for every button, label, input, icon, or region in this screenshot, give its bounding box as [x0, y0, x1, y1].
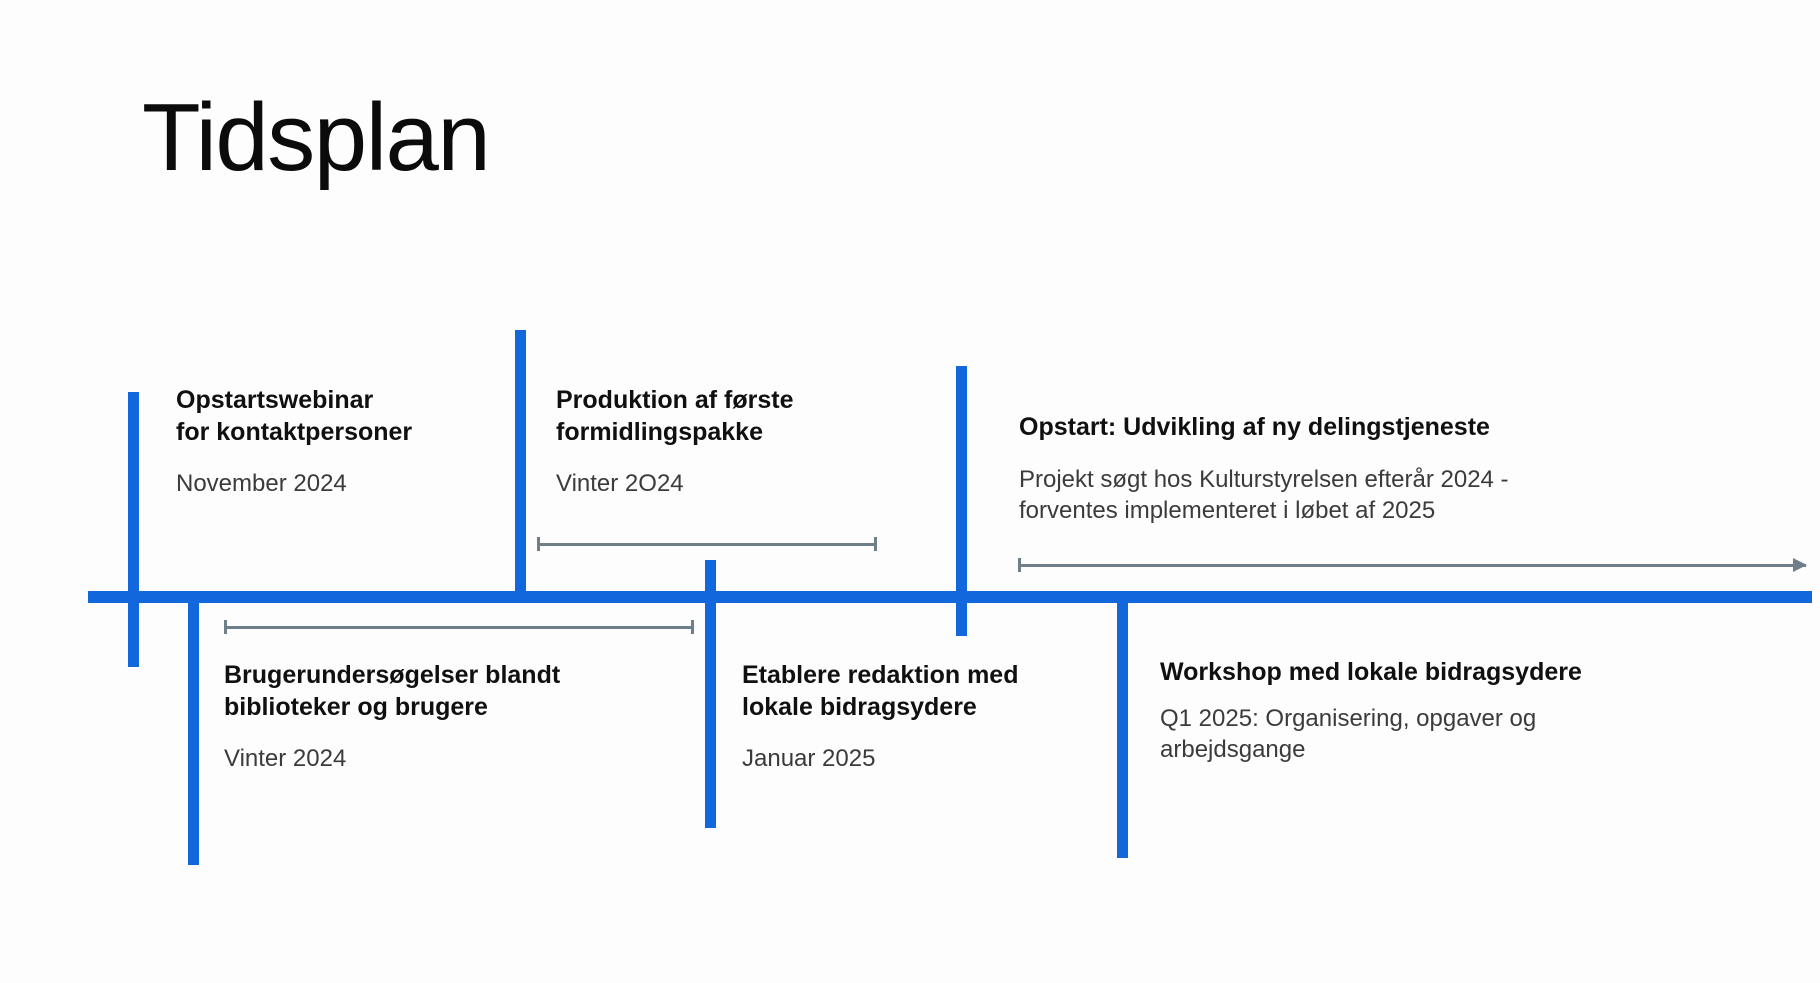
- milestone-tick-opstart-delingstjeneste: [956, 366, 967, 636]
- milestone-tick-opstartswebinar: [128, 392, 139, 667]
- event-title: Opstartswebinar for kontaktpersoner: [176, 386, 413, 446]
- event-opstart-delingstjeneste: Opstart: Udvikling af ny delingstjeneste…: [1019, 412, 1619, 527]
- range-bar-start-cap: [1018, 558, 1021, 572]
- event-date: Q1 2025: Organisering, opgaver og arbejd…: [1160, 704, 1537, 764]
- milestone-tick-produktion-formidlingspakke: [515, 330, 526, 598]
- event-workshop-bidragsydere: Workshop med lokale bidragsydere Q1 2025…: [1160, 657, 1680, 766]
- milestone-tick-brugerundersoegelser: [188, 597, 199, 865]
- range-bar-opstart-delingstjeneste: [1018, 558, 1807, 572]
- page-title: Tidsplan: [142, 84, 491, 191]
- range-bar-end-cap: [874, 537, 877, 551]
- milestone-tick-workshop-bidragsydere: [1117, 592, 1128, 858]
- event-title: Brugerundersøgelser blandt biblioteker o…: [224, 661, 561, 721]
- milestone-tick-etablere-redaktion: [705, 560, 716, 828]
- range-bar-end-cap: [691, 620, 694, 634]
- range-bar-produktion-formidlingspakke: [537, 537, 877, 551]
- event-title: Workshop med lokale bidragsydere: [1160, 658, 1582, 686]
- timeline-axis: [88, 591, 1812, 603]
- event-date: Projekt søgt hos Kulturstyrelsen efterår…: [1019, 465, 1509, 525]
- event-brugerundersoegelser: Brugerundersøgelser blandt biblioteker o…: [224, 660, 624, 775]
- range-bar-start-cap: [537, 537, 540, 551]
- event-title: Produktion af første formidlingspakke: [556, 386, 794, 446]
- range-bar-start-cap: [224, 620, 227, 634]
- range-bar-line: [1018, 564, 1806, 567]
- event-date: November 2024: [176, 470, 347, 497]
- event-date: Vinter 2O24: [556, 470, 684, 497]
- range-bar-line: [224, 626, 694, 629]
- event-date: Januar 2025: [742, 745, 876, 772]
- range-bar-brugerundersoegelser: [224, 620, 694, 634]
- range-bar-arrow-icon: [1793, 558, 1807, 572]
- event-title: Etablere redaktion med lokale bidragsyde…: [742, 661, 1019, 721]
- event-produktion-formidlingspakke: Produktion af første formidlingspakke Vi…: [556, 385, 876, 500]
- event-opstartswebinar: Opstartswebinar for kontaktpersoner Nove…: [176, 385, 476, 500]
- event-title: Opstart: Udvikling af ny delingstjeneste: [1019, 413, 1490, 441]
- range-bar-line: [537, 543, 877, 546]
- event-etablere-redaktion: Etablere redaktion med lokale bidragsyde…: [742, 660, 1082, 775]
- event-date: Vinter 2024: [224, 745, 347, 772]
